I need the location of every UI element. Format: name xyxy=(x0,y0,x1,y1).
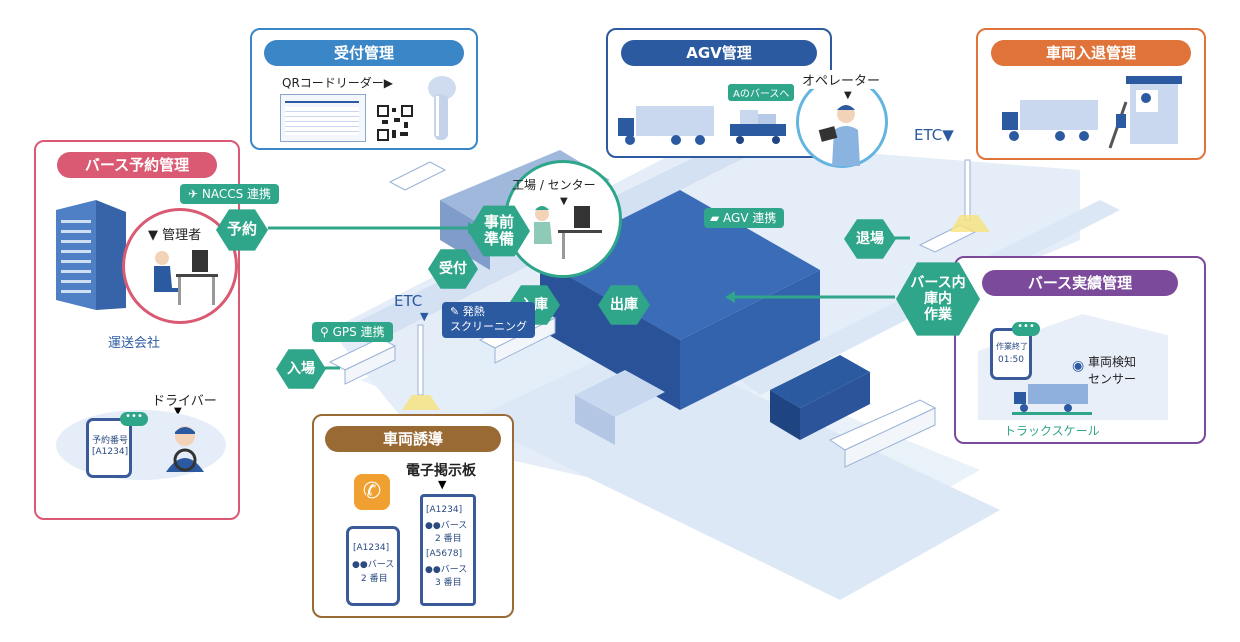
driver-label: ドライバー xyxy=(152,394,217,409)
guidance-phone-line-2: ●●バース xyxy=(352,560,395,570)
naccs-tag: ✈ NACCS 連携 xyxy=(180,184,280,204)
reservation-number-value: [A1234] xyxy=(92,447,129,457)
digital-signage-label: 電子掲示板 xyxy=(406,463,476,479)
gps-tag: ⚲ GPS 連携 xyxy=(312,322,393,342)
board-line-2: ●●バース xyxy=(425,521,468,531)
gps-pin-icon: ⚲ xyxy=(320,325,333,339)
agv-panel: AGV管理 Aのバースへ xyxy=(606,28,832,158)
manager-label: ▼ 管理者 xyxy=(148,228,202,243)
operator-label: オペレーター xyxy=(800,70,883,89)
sensor-signal-icon: ◉ xyxy=(1072,358,1085,374)
entry-truck-icon xyxy=(1002,100,1098,141)
reservation-phone: 予約番号 [A1234] xyxy=(86,418,132,478)
fever-tag: ✎ 発熱 スクリーニング xyxy=(442,302,535,338)
board-line-4: [A5678] xyxy=(426,549,463,559)
entry-hex: 入場 xyxy=(276,349,326,389)
berth-reservation-title: バース予約管理 xyxy=(57,152,217,178)
company-label: 運送会社 xyxy=(108,336,161,351)
etc-left-label: ETC xyxy=(394,292,423,310)
board-line-6: 3 番目 xyxy=(435,578,462,588)
reception-panel: 受付管理 QRコードリーダー▶ xyxy=(250,28,478,150)
berth-results-panel: バース実績管理 作業終了 01:50 ••• ◉ 車両検知 センサー トラックス… xyxy=(954,256,1206,444)
driver-icon xyxy=(166,426,204,472)
svg-text:▼: ▼ xyxy=(560,196,568,207)
guidance-phone: [A1234] ●●バース 2 番目 xyxy=(346,526,400,606)
office-building-icon xyxy=(56,200,126,310)
agv-truck-mini-icon: ▰ xyxy=(710,211,724,225)
vehicle-guidance-panel: 車両誘導 電子掲示板 ▼ ✆ [A1234] ●●バース 2 番目 [A1234… xyxy=(312,414,514,618)
reception-title: 受付管理 xyxy=(264,40,464,66)
board-line-5: ●●バース xyxy=(425,565,468,575)
barcode-scanner-icon xyxy=(428,76,456,140)
agv-truck-icon xyxy=(618,106,714,145)
etc-left-marker-icon: ▼ xyxy=(420,310,429,323)
factory-label: 工場 / センター xyxy=(512,178,596,192)
scale-truck-icon xyxy=(1012,384,1092,415)
operator-icon: ▼ xyxy=(818,90,860,166)
vehicle-entry-title: 車両入退管理 xyxy=(991,40,1191,66)
etc-right-label: ETC▼ xyxy=(914,126,954,144)
manager-desk-icon xyxy=(154,250,218,305)
board-line-3: 2 番目 xyxy=(435,534,462,544)
berth-results-title: バース実績管理 xyxy=(982,270,1178,296)
reception-hex: 受付 xyxy=(428,249,478,289)
agv-link-label: AGV 連携 xyxy=(723,211,777,225)
board-line-1: [A1234] xyxy=(426,505,463,515)
gate-booth-icon xyxy=(1108,76,1182,149)
vehicle-entry-panel: 車両入退管理 xyxy=(976,28,1206,160)
results-phone: 作業終了 01:50 xyxy=(990,328,1032,380)
work-end-label: 作業終了 xyxy=(996,342,1028,351)
digital-signage-board: [A1234] ●●バース 2 番目 [A5678] ●●バース 3 番目 xyxy=(420,494,476,606)
agv-robot-icon xyxy=(730,110,786,144)
svg-text:▼: ▼ xyxy=(844,90,852,101)
factory-worker-icon: ▼ xyxy=(534,196,602,259)
fever-label: 発熱 スクリーニング xyxy=(450,305,527,333)
qr-code-icon xyxy=(376,104,414,142)
driver-marker-icon: ▼ xyxy=(174,406,182,417)
agv-title: AGV管理 xyxy=(621,40,817,66)
guidance-phone-line-1: [A1234] xyxy=(353,543,390,553)
work-end-time: 01:50 xyxy=(998,355,1024,365)
chat-bubble-icon: ••• xyxy=(120,412,148,426)
prep-hex: 事前 準備 xyxy=(468,205,530,257)
gps-label: GPS 連携 xyxy=(332,325,385,339)
thermometer-icon: ✎ xyxy=(450,305,463,318)
reception-screen xyxy=(280,94,366,142)
reservation-number-label: 予約番号 xyxy=(92,436,129,446)
berth-direction-sign: Aのバースへ xyxy=(728,84,795,101)
qr-reader-label: QRコードリーダー▶ xyxy=(282,76,394,90)
exit-hex: 退場 xyxy=(844,219,896,259)
sensor-label: 車両検知 センサー xyxy=(1088,355,1137,386)
results-chat-bubble-icon: ••• xyxy=(1012,322,1040,336)
signage-marker-icon: ▼ xyxy=(438,478,447,491)
storage-out-hex: 出庫 xyxy=(598,285,650,325)
agv-link-tag: ▰ AGV 連携 xyxy=(704,208,785,228)
truck-scale-label: トラックスケール xyxy=(1004,424,1100,438)
phone-call-icon: ✆ xyxy=(354,474,390,510)
vehicle-guidance-title: 車両誘導 xyxy=(325,426,501,452)
guidance-phone-line-3: 2 番目 xyxy=(361,574,388,584)
